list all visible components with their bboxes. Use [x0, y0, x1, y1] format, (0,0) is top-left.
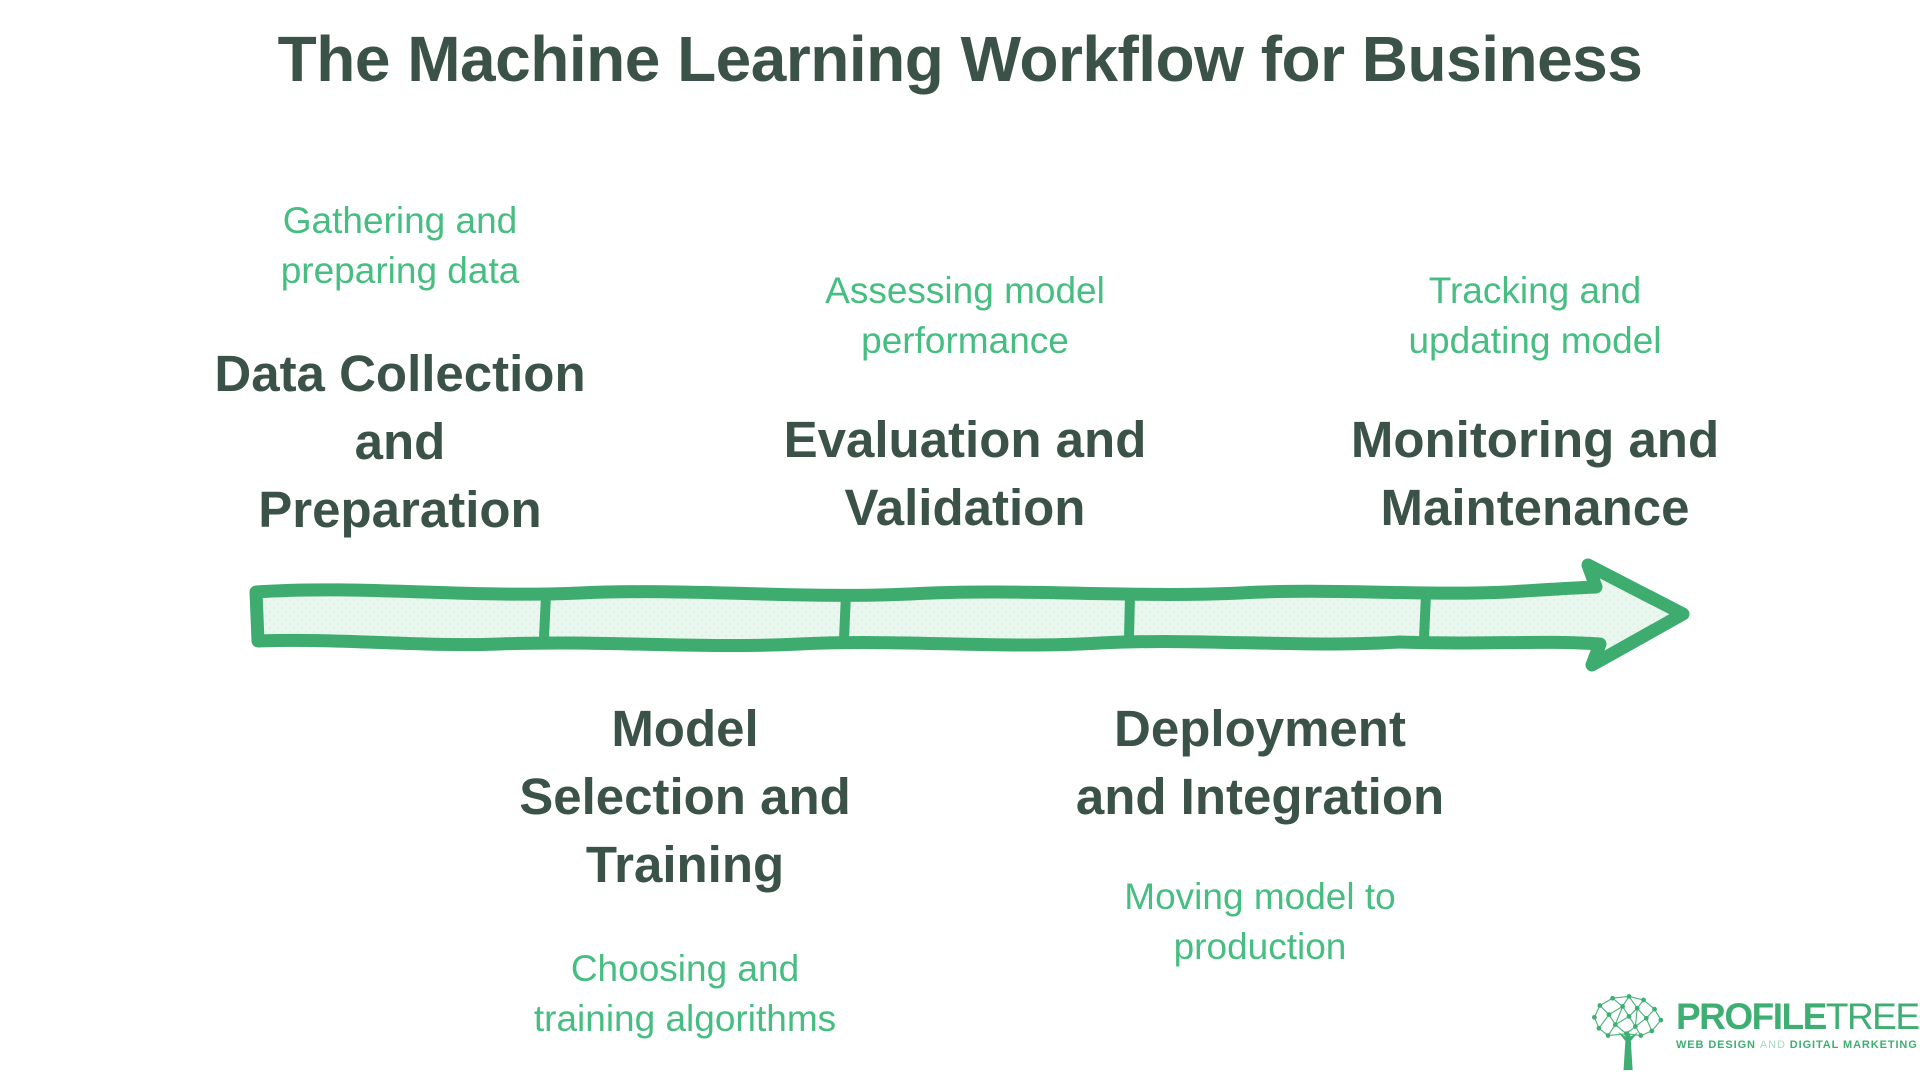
logo-tagline-part: WEB DESIGN [1676, 1039, 1756, 1051]
logo-tagline: WEB DESIGN AND DIGITAL MARKETING [1676, 1039, 1919, 1051]
stage-monitoring-title: Monitoring and Maintenance [1225, 406, 1845, 542]
stage-description-line: performance [861, 320, 1069, 361]
stage-description-line: production [1173, 926, 1347, 967]
stage-description-line: training algorithms [533, 998, 837, 1039]
logo-text: PROFILETREE WEB DESIGN AND DIGITAL MARKE… [1676, 990, 1920, 1052]
arrow-body [249, 558, 1690, 672]
stage-title-line: Preparation [258, 481, 542, 538]
logo-brand-primary: PROFILE [1676, 996, 1827, 1037]
stage-evaluation-description: Assessing model performance [655, 266, 1275, 366]
logo-tagline-part: AND [1759, 1039, 1786, 1051]
stage-title-line: Deployment [1114, 700, 1406, 757]
stage-description-line: Tracking and [1428, 270, 1642, 311]
stage-deployment-description: Moving model to production [950, 872, 1570, 972]
stage-data-collection-title: Data Collection and Preparation [90, 340, 710, 544]
tree-trunk [1618, 1030, 1639, 1071]
stage-model-selection-description: Choosing and training algorithms [375, 944, 995, 1044]
stage-title-line: Model [611, 700, 759, 757]
stage-title-line: Monitoring and [1350, 411, 1720, 468]
stage-description-line: Gathering and [282, 200, 518, 241]
stage-title-line: and [354, 413, 446, 470]
arrow-segment-divider [539, 590, 551, 643]
page-title: The Machine Learning Workflow for Busine… [277, 23, 1643, 95]
stage-monitoring-description: Tracking and updating model [1225, 266, 1845, 366]
logo-brand-secondary: TREE [1825, 996, 1920, 1037]
right-arrow-icon [249, 558, 1690, 672]
stage-evaluation-title: Evaluation and Validation [655, 406, 1275, 542]
stage-description-line: Choosing and [570, 948, 800, 989]
stage-model-selection-title: Model Selection and Training [375, 695, 995, 899]
stage-title-line: Selection and [519, 768, 851, 825]
stage-description-line: updating model [1408, 320, 1662, 361]
arrow-segment-divider [839, 589, 851, 644]
stage-title-line: Maintenance [1380, 479, 1690, 536]
stage-deployment-title: Deployment and Integration [950, 695, 1570, 831]
stage-data-collection-description: Gathering and preparing data [90, 196, 710, 296]
stage-title-line: and Integration [1075, 768, 1445, 825]
tree-network-icon [1592, 994, 1664, 1071]
workflow-arrow [240, 550, 1710, 680]
stage-title-line: Data Collection [214, 345, 586, 402]
stage-title-line: Evaluation and [783, 411, 1147, 468]
stage-description-line: Moving model to [1124, 876, 1396, 917]
arrow-segment-divider [1419, 589, 1431, 644]
profiletree-logo: PROFILETREE WEB DESIGN AND DIGITAL MARKE… [1588, 990, 1920, 1072]
stage-title-line: Validation [844, 479, 1086, 536]
arrow-segment-divider [1124, 590, 1135, 643]
logo-brand: PROFILETREE [1676, 996, 1920, 1037]
stage-description-line: preparing data [280, 250, 520, 291]
logo-tagline-part: DIGITAL MARKETING [1789, 1039, 1918, 1051]
stage-title-line: Training [585, 836, 785, 893]
stage-description-line: Assessing model [825, 270, 1105, 311]
